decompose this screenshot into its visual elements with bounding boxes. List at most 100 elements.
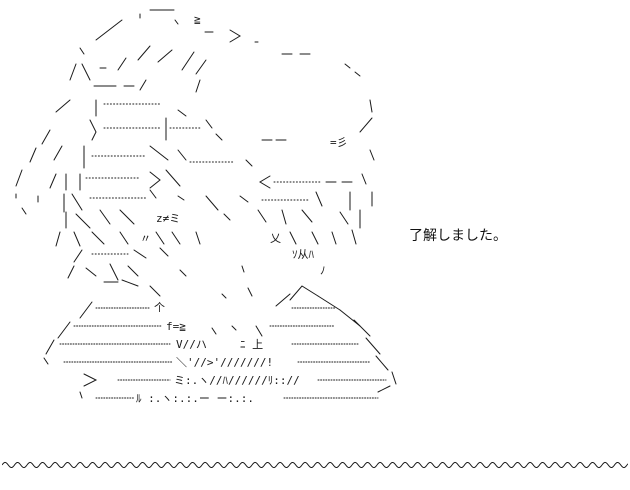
- shoulder-line: [57, 321, 71, 339]
- jaw-stroke: [133, 249, 147, 259]
- body-line: [377, 385, 391, 393]
- hair-strand: [75, 213, 91, 229]
- eye-stroke: [155, 231, 165, 245]
- hair-strand: [289, 231, 297, 245]
- body-chevron: [83, 373, 98, 387]
- eye-chevron: [259, 175, 271, 189]
- neck-line: [121, 279, 139, 287]
- brow-mark: =彡: [330, 136, 348, 149]
- eye-stroke: [257, 209, 267, 223]
- shoulder-line: [79, 301, 93, 319]
- face-outline: [41, 129, 51, 145]
- shoulder-line: [317, 295, 341, 311]
- hair-strand: [351, 229, 357, 245]
- collar-mark-left: 个: [154, 301, 165, 314]
- hair-tick: [354, 71, 361, 77]
- hair-strand: [157, 49, 173, 63]
- hair-tick: [215, 133, 223, 141]
- hair-tick: [245, 159, 253, 167]
- hair-lock: [89, 119, 97, 141]
- hair-strand: [339, 211, 349, 225]
- eye-stroke: [281, 209, 287, 225]
- hair-tick: [79, 47, 85, 55]
- hair-strand: [139, 79, 147, 91]
- hair-strand: [49, 173, 57, 189]
- hair-strand: [181, 51, 195, 71]
- jaw-mark: 乂: [270, 232, 281, 245]
- eye-tick: [239, 195, 249, 203]
- hair-mark: ≧: [194, 13, 201, 26]
- eye-stroke: [171, 231, 181, 245]
- hair-curve: [359, 117, 373, 133]
- eye-chevron: [149, 171, 161, 189]
- neck-line: [149, 285, 161, 297]
- jaw-mark-2: ｿ从ﾊ: [292, 248, 314, 261]
- hair-strand: [331, 231, 337, 245]
- hair-strand: [91, 231, 105, 245]
- hair-strand: [73, 231, 81, 247]
- collar-tick: [231, 325, 237, 331]
- shoulder-line: [365, 337, 381, 355]
- hair-strand: [311, 231, 319, 245]
- collar-mark-slash: ＼'//>'///////!: [176, 356, 273, 369]
- hair-strand: [53, 145, 63, 161]
- reply-text: 了解しました。: [409, 228, 507, 244]
- shoulder-line: [375, 355, 389, 371]
- collar-mark-mid: ﾆ 上: [240, 338, 263, 351]
- collar-tick: [211, 327, 217, 335]
- hair-strand: [117, 57, 127, 71]
- eye-stroke: [315, 191, 323, 207]
- hair-tick: [177, 109, 187, 117]
- hair-tick: [205, 119, 213, 129]
- hair-strand: [95, 19, 123, 41]
- eye-stroke: [165, 169, 181, 187]
- eye-tick: [149, 189, 157, 199]
- hair-strand: [149, 145, 169, 161]
- eye-stroke: [99, 209, 111, 225]
- hair-strand: [73, 249, 83, 263]
- wave-mark: 〃: [140, 232, 151, 245]
- bottom-mark: ミ:.ヽ//ﾊ//////ﾘ:://: [174, 374, 300, 387]
- eye-tick: [177, 195, 185, 201]
- eye-stroke: [205, 195, 219, 211]
- hair-curve: [369, 99, 373, 113]
- face-outline: [29, 147, 37, 163]
- shoulder-peak: [289, 285, 319, 301]
- hair-strand: [71, 193, 83, 211]
- chin-mark: ﾉ: [320, 264, 326, 277]
- bottom-mark-2: ﾙ :.ヽ:.:.ー ー:.:.: [136, 392, 254, 405]
- body-tick: [79, 391, 83, 399]
- collar-mark-eq: f=≧: [166, 320, 186, 333]
- eye-mark: z≠ミ: [156, 212, 180, 225]
- jaw-stroke: [159, 247, 169, 257]
- collar-tick: [255, 325, 263, 337]
- hair-strand: [67, 265, 75, 279]
- body-tick: [391, 371, 397, 385]
- eye-tick: [223, 213, 231, 221]
- jaw-tick: [179, 269, 187, 277]
- face-outline: [15, 169, 23, 187]
- shoulder-tick: [43, 357, 49, 365]
- hair-strand: [69, 63, 77, 81]
- hair-strand: [109, 263, 119, 281]
- shoulder-line: [353, 319, 371, 337]
- hair-tick: [344, 63, 351, 69]
- hair-tick: [369, 149, 375, 161]
- collar-mark-v: V//ハ: [176, 338, 207, 351]
- eye-tick: [195, 231, 201, 245]
- hair-strand: [195, 79, 201, 93]
- hair-tick: [85, 267, 97, 277]
- shoulder-line: [275, 293, 291, 307]
- jaw-stroke: [127, 265, 139, 277]
- face-tick: [21, 207, 27, 215]
- neck-tick: [247, 287, 253, 297]
- hair-tick: [174, 19, 179, 25]
- hair-tick: [177, 149, 187, 161]
- eye-stroke: [301, 209, 313, 223]
- hair-strand: [55, 99, 71, 113]
- hair-strand: [81, 63, 91, 81]
- hair-tick: [361, 173, 367, 185]
- hair-strand: [119, 231, 129, 245]
